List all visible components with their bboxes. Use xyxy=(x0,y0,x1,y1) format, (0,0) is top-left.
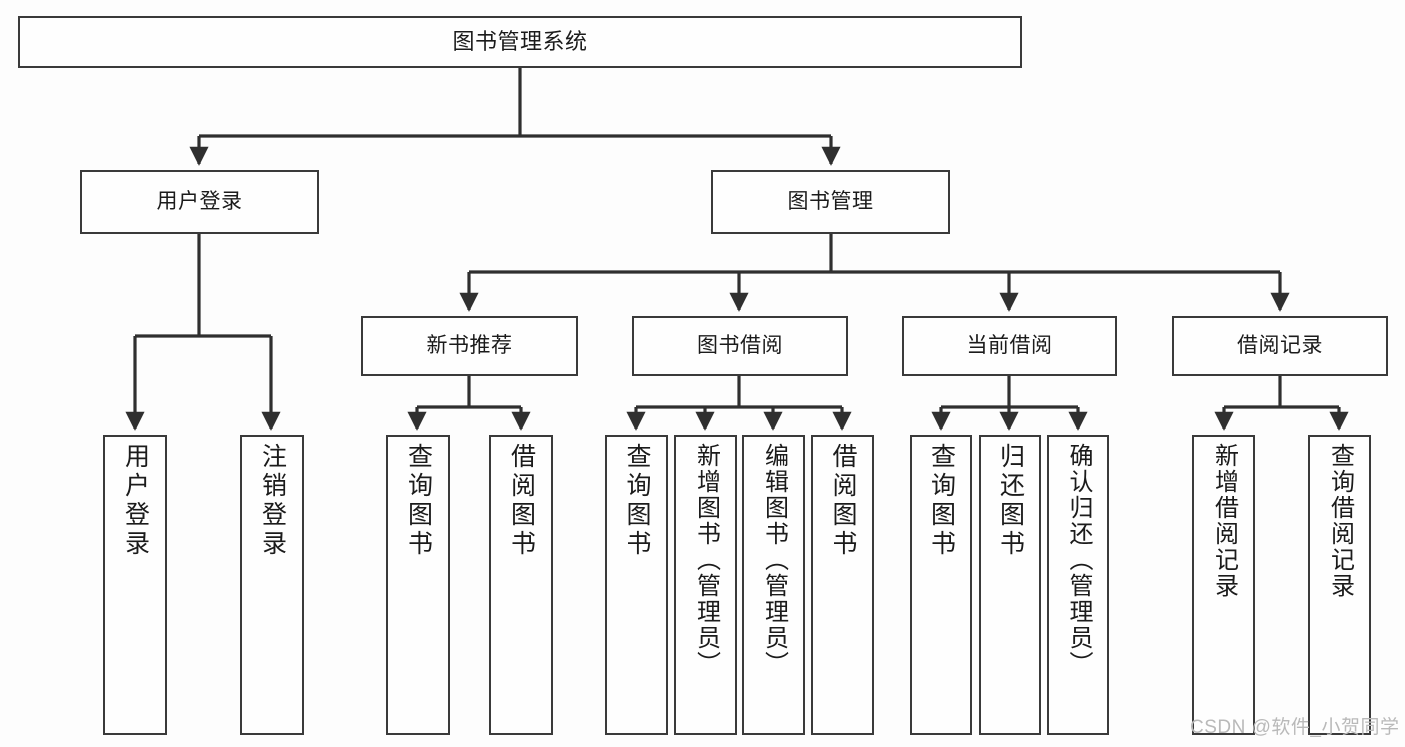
node-leaf-add-book[interactable]: 新增图书（管理员） xyxy=(674,435,737,735)
node-leaf-query-record[interactable]: 查询借阅记录 xyxy=(1308,435,1371,735)
node-new-book-recommend-label: 新书推荐 xyxy=(426,334,513,358)
node-leaf-query-book-1-label: 查询图书 xyxy=(404,443,433,559)
node-leaf-confirm-return[interactable]: 确认归还（管理员） xyxy=(1047,435,1109,735)
node-leaf-user-login-label: 用户登录 xyxy=(121,443,150,559)
node-leaf-return-book[interactable]: 归还图书 xyxy=(979,435,1041,735)
node-current-borrow-label: 当前借阅 xyxy=(966,334,1053,358)
node-leaf-edit-book[interactable]: 编辑图书（管理员） xyxy=(742,435,805,735)
node-leaf-user-login[interactable]: 用户登录 xyxy=(103,435,167,735)
node-book-manage[interactable]: 图书管理 xyxy=(711,170,950,234)
node-leaf-add-record[interactable]: 新增借阅记录 xyxy=(1192,435,1255,735)
node-leaf-add-book-label: 新增图书（管理员） xyxy=(692,443,720,677)
node-leaf-query-book-3-label: 查询图书 xyxy=(927,443,956,559)
node-leaf-logout-label: 注销登录 xyxy=(258,443,287,559)
node-leaf-query-book-3[interactable]: 查询图书 xyxy=(910,435,972,735)
node-leaf-edit-book-label: 编辑图书（管理员） xyxy=(760,443,788,677)
node-book-borrow-label: 图书借阅 xyxy=(697,334,783,358)
node-leaf-logout[interactable]: 注销登录 xyxy=(240,435,304,735)
node-current-borrow[interactable]: 当前借阅 xyxy=(902,316,1117,376)
node-leaf-query-book-2[interactable]: 查询图书 xyxy=(605,435,668,735)
node-leaf-return-book-label: 归还图书 xyxy=(996,443,1025,559)
node-new-book-recommend[interactable]: 新书推荐 xyxy=(361,316,578,376)
node-borrow-record-label: 借阅记录 xyxy=(1237,334,1323,358)
node-root[interactable]: 图书管理系统 xyxy=(18,16,1022,68)
node-leaf-query-book-2-label: 查询图书 xyxy=(623,443,651,559)
node-user-login-label: 用户登录 xyxy=(156,190,243,214)
node-leaf-add-record-label: 新增借阅记录 xyxy=(1210,443,1238,599)
node-leaf-query-record-label: 查询借阅记录 xyxy=(1326,443,1354,599)
csdn-watermark: CSDN @软件_小贺同学 xyxy=(1190,717,1400,738)
node-borrow-record[interactable]: 借阅记录 xyxy=(1172,316,1388,376)
node-leaf-confirm-return-label: 确认归还（管理员） xyxy=(1065,443,1092,677)
node-root-label: 图书管理系统 xyxy=(452,28,588,54)
node-leaf-borrow-book-1-label: 借阅图书 xyxy=(507,443,536,559)
node-leaf-query-book-1[interactable]: 查询图书 xyxy=(386,435,450,735)
node-leaf-borrow-book-2[interactable]: 借阅图书 xyxy=(811,435,874,735)
node-leaf-borrow-book-2-label: 借阅图书 xyxy=(829,443,857,559)
node-user-login[interactable]: 用户登录 xyxy=(80,170,319,234)
node-book-borrow[interactable]: 图书借阅 xyxy=(632,316,848,376)
node-leaf-borrow-book-1[interactable]: 借阅图书 xyxy=(489,435,553,735)
node-book-manage-label: 图书管理 xyxy=(787,190,874,214)
